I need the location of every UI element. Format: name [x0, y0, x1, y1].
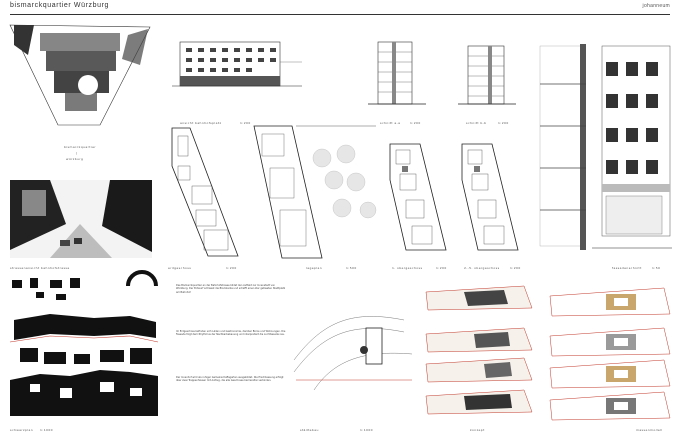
description-paragraph-1: Das Bismarckquartier an der Bahnhofstras… [176, 284, 286, 294]
context-plan-drawing [293, 316, 413, 391]
elevation-caption: ansicht bahnhofsplatz [180, 121, 222, 125]
elevation-scale: 1:200 [240, 121, 251, 125]
street-photo [10, 180, 152, 258]
massing-model-3 [549, 359, 671, 389]
context-plan-caption: städtebau [300, 428, 319, 432]
section-a-caption: schnitt a-a [380, 121, 401, 125]
section-a-scale: 1:200 [410, 121, 421, 125]
upper-floor-2-caption: 2.-5. obergeschoss [464, 266, 500, 270]
street-caption: strassenansicht bahnhofstrasse [10, 266, 70, 270]
poster-title: bismarckquartier Würzburg [10, 2, 110, 9]
facade-detail-drawing [539, 44, 672, 250]
upper-floor-1-scale: 1:200 [436, 266, 447, 270]
section-b-drawing [458, 45, 516, 105]
elevation-drawing [172, 41, 302, 87]
massing-model-1 [549, 287, 671, 317]
facade-scale: 1:50 [652, 266, 661, 270]
figure-ground-scale: 1:1000 [40, 428, 53, 432]
section-a-drawing [368, 41, 426, 105]
concept-diagram-4 [425, 389, 533, 415]
section-b-caption: schnitt b-b [466, 121, 487, 125]
author-label: johanneum [642, 3, 670, 9]
site-plan-scale: 1:500 [346, 266, 357, 270]
sketch-label-2: | [76, 151, 78, 155]
concept-caption: konzept [470, 428, 485, 432]
figure-ground-drawing [9, 270, 159, 416]
figure-ground-caption: schwarzplan [10, 428, 34, 432]
header-rule [10, 14, 670, 15]
concept-diagram-2 [425, 327, 533, 353]
description-paragraph-2: Im Erdgeschoss befinden sich Läden und G… [176, 330, 286, 337]
massing-model-4 [549, 391, 671, 421]
concept-diagram-1 [425, 285, 533, 311]
ground-plan-scale: 1:200 [226, 266, 237, 270]
site-plan-caption: lageplan [306, 266, 323, 270]
description-paragraph-3: Der Innenhof wird als ruhiger Gemeinscha… [176, 376, 284, 383]
panorama-sketch [9, 24, 151, 126]
section-b-scale: 1:200 [498, 121, 509, 125]
sketch-label-1: bismarckquartier [64, 145, 96, 149]
upper-floor-1-caption: 1. obergeschoss [392, 266, 423, 270]
massing-caption: massenmodell [636, 428, 663, 432]
concept-diagram-3 [425, 357, 533, 383]
facade-caption: fassadenschnitt [612, 266, 642, 270]
context-plan-scale: 1:1000 [360, 428, 373, 432]
ground-plan-caption: erdgeschoss [168, 266, 192, 270]
upper-floor-2-scale: 1:200 [510, 266, 521, 270]
site-plan-drawing [253, 125, 377, 259]
sketch-label-3: würzburg [66, 157, 84, 161]
upper-floor-2-drawing [461, 143, 519, 251]
ground-plan-drawing [171, 127, 239, 257]
massing-model-2 [549, 327, 671, 357]
upper-floor-1-drawing [389, 143, 447, 251]
